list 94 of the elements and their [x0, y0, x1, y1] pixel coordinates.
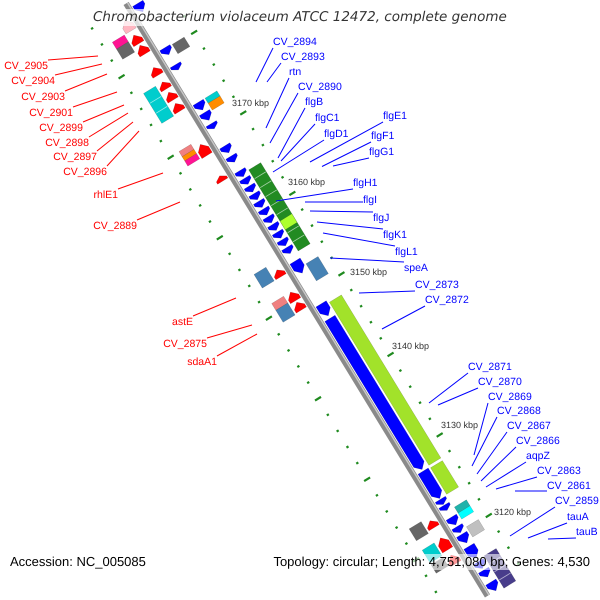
- gene-label: CV_2903: [21, 91, 65, 103]
- leader-line: [48, 56, 98, 60]
- gene-label: CV_2859: [555, 495, 599, 507]
- scale-label: 3150 kbp: [350, 267, 388, 277]
- leader-line: [330, 258, 404, 262]
- leader-line: [514, 490, 548, 492]
- leader-line: [548, 538, 576, 540]
- gene-label: CV_2869: [488, 391, 532, 403]
- leader-line: [64, 74, 108, 92]
- gene-label: flgE1: [383, 110, 407, 122]
- leader-line: [438, 388, 478, 406]
- gene-label: tauA: [567, 511, 589, 523]
- gene-label: rtn: [289, 66, 302, 78]
- leader-line: [358, 290, 416, 294]
- gene-label: astE: [172, 316, 193, 328]
- gene-label: CV_2872: [425, 294, 469, 306]
- leader-line: [510, 506, 556, 536]
- leader-line: [96, 122, 134, 152]
- leader-line: [82, 104, 124, 122]
- gene-label: CV_2868: [497, 405, 541, 417]
- leader-line: [476, 432, 508, 474]
- scale-label: 3120 kbp: [494, 507, 532, 517]
- scale-label: 3160 kbp: [288, 177, 326, 187]
- leader-line: [266, 62, 282, 82]
- leader-line: [480, 446, 516, 482]
- gene-label: flgH1: [353, 177, 378, 189]
- genome-stats-text: Topology: circular; Length: 4,751,080 bp; Genes: 4,530: [273, 554, 590, 570]
- leader-line: [206, 324, 252, 338]
- gene-label: CV_2870: [478, 376, 522, 388]
- leader-line: [106, 130, 140, 166]
- gene-label: CV_2890: [298, 81, 342, 93]
- leader-line: [382, 306, 426, 330]
- leader-line: [486, 462, 526, 488]
- leader-line: [270, 92, 298, 144]
- gene-label: CV_2897: [53, 151, 97, 163]
- leader-line: [322, 232, 396, 246]
- gene-label: rhlE1: [93, 189, 118, 201]
- leader-line: [136, 202, 180, 220]
- gene-label: flgL1: [395, 246, 418, 258]
- leader-line: [428, 372, 468, 404]
- leader-line: [278, 108, 306, 158]
- gene-label: flgB: [305, 96, 324, 108]
- gene-label: flgF1: [371, 130, 394, 142]
- leader-line: [192, 298, 236, 316]
- leader-line: [216, 334, 258, 356]
- scale-label: 3140 kbp: [392, 341, 430, 351]
- gene-label: CV_2901: [29, 107, 73, 119]
- gene-label: flgG1: [369, 146, 394, 158]
- gene-label: CV_2889: [93, 220, 137, 232]
- gene-label: CV_2861: [547, 480, 591, 492]
- accession-text: Accession: NC_005085: [10, 554, 146, 570]
- gene-label: CV_2873: [415, 279, 459, 291]
- gene-label: CV_2896: [63, 166, 107, 178]
- gene-label: CV_2875: [163, 338, 207, 350]
- gene-label: CV_2898: [45, 137, 89, 149]
- gene-label: CV_2893: [281, 51, 325, 63]
- gene-label: sdaA1: [187, 356, 217, 368]
- leader-line: [88, 112, 128, 138]
- leader-line: [272, 140, 324, 172]
- gene-label: flgC1: [315, 112, 340, 124]
- leader-line: [322, 142, 372, 167]
- leader-line: [310, 122, 384, 162]
- gene-label: CV_2894: [273, 36, 317, 48]
- gene-label: speA: [404, 262, 428, 274]
- gene-label: tauB: [576, 526, 598, 538]
- leader-line: [316, 222, 384, 230]
- leader-line: [310, 210, 374, 212]
- leader-line: [266, 78, 290, 128]
- leader-line: [118, 172, 164, 190]
- gene-label: CV_2863: [537, 465, 581, 477]
- gene-label: CV_2867: [507, 420, 551, 432]
- gene-label: flgJ: [373, 212, 390, 224]
- leader-line: [276, 188, 354, 202]
- gene-label: aqpZ: [526, 450, 550, 462]
- leader-line: [280, 124, 316, 162]
- gene-label: CV_2904: [11, 75, 55, 87]
- leader-line: [54, 64, 102, 76]
- map-title: Chromobacterium violaceum ATCC 12472, complete genome: [93, 9, 507, 26]
- gene-label: CV_2871: [468, 361, 512, 373]
- gene-label: CV_2899: [39, 122, 83, 134]
- leader-line: [332, 158, 370, 166]
- gene-label: flgI: [363, 194, 378, 206]
- leader-line: [496, 476, 538, 490]
- leader-line: [72, 92, 118, 108]
- leader-line: [472, 416, 498, 466]
- scale-label: 3130 kbp: [441, 420, 478, 430]
- gene-label: flgK1: [383, 229, 407, 241]
- leader-line: [256, 48, 274, 82]
- leader-line: [528, 522, 568, 538]
- scale-label: 3170 kbp: [232, 98, 270, 108]
- gene-label: CV_2866: [516, 435, 560, 447]
- gene-label: CV_2905: [4, 60, 48, 72]
- gene-label: flgD1: [324, 128, 349, 140]
- leader-line: [474, 402, 488, 456]
